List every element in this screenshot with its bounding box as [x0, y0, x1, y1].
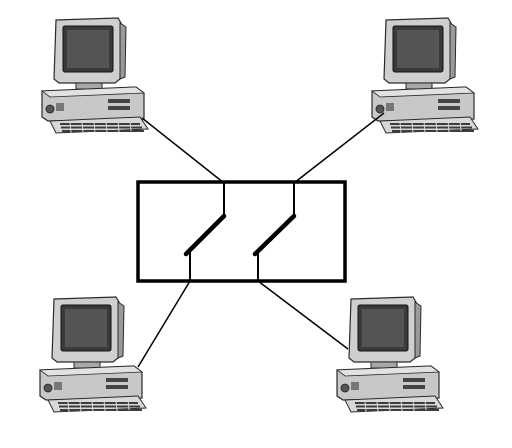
computer-bottom-right — [336, 296, 444, 413]
computer-top-right — [371, 17, 479, 134]
computer-bottom-left — [39, 296, 147, 413]
link-top-left — [141, 117, 225, 184]
link-bottom-right — [257, 280, 349, 350]
crossbar-switch — [136, 180, 347, 283]
link-top-right — [293, 112, 385, 184]
switch-contact-left — [183, 183, 227, 281]
computer-top-left — [41, 17, 149, 134]
link-bottom-left — [137, 280, 191, 368]
switch-contact-right — [252, 183, 297, 281]
